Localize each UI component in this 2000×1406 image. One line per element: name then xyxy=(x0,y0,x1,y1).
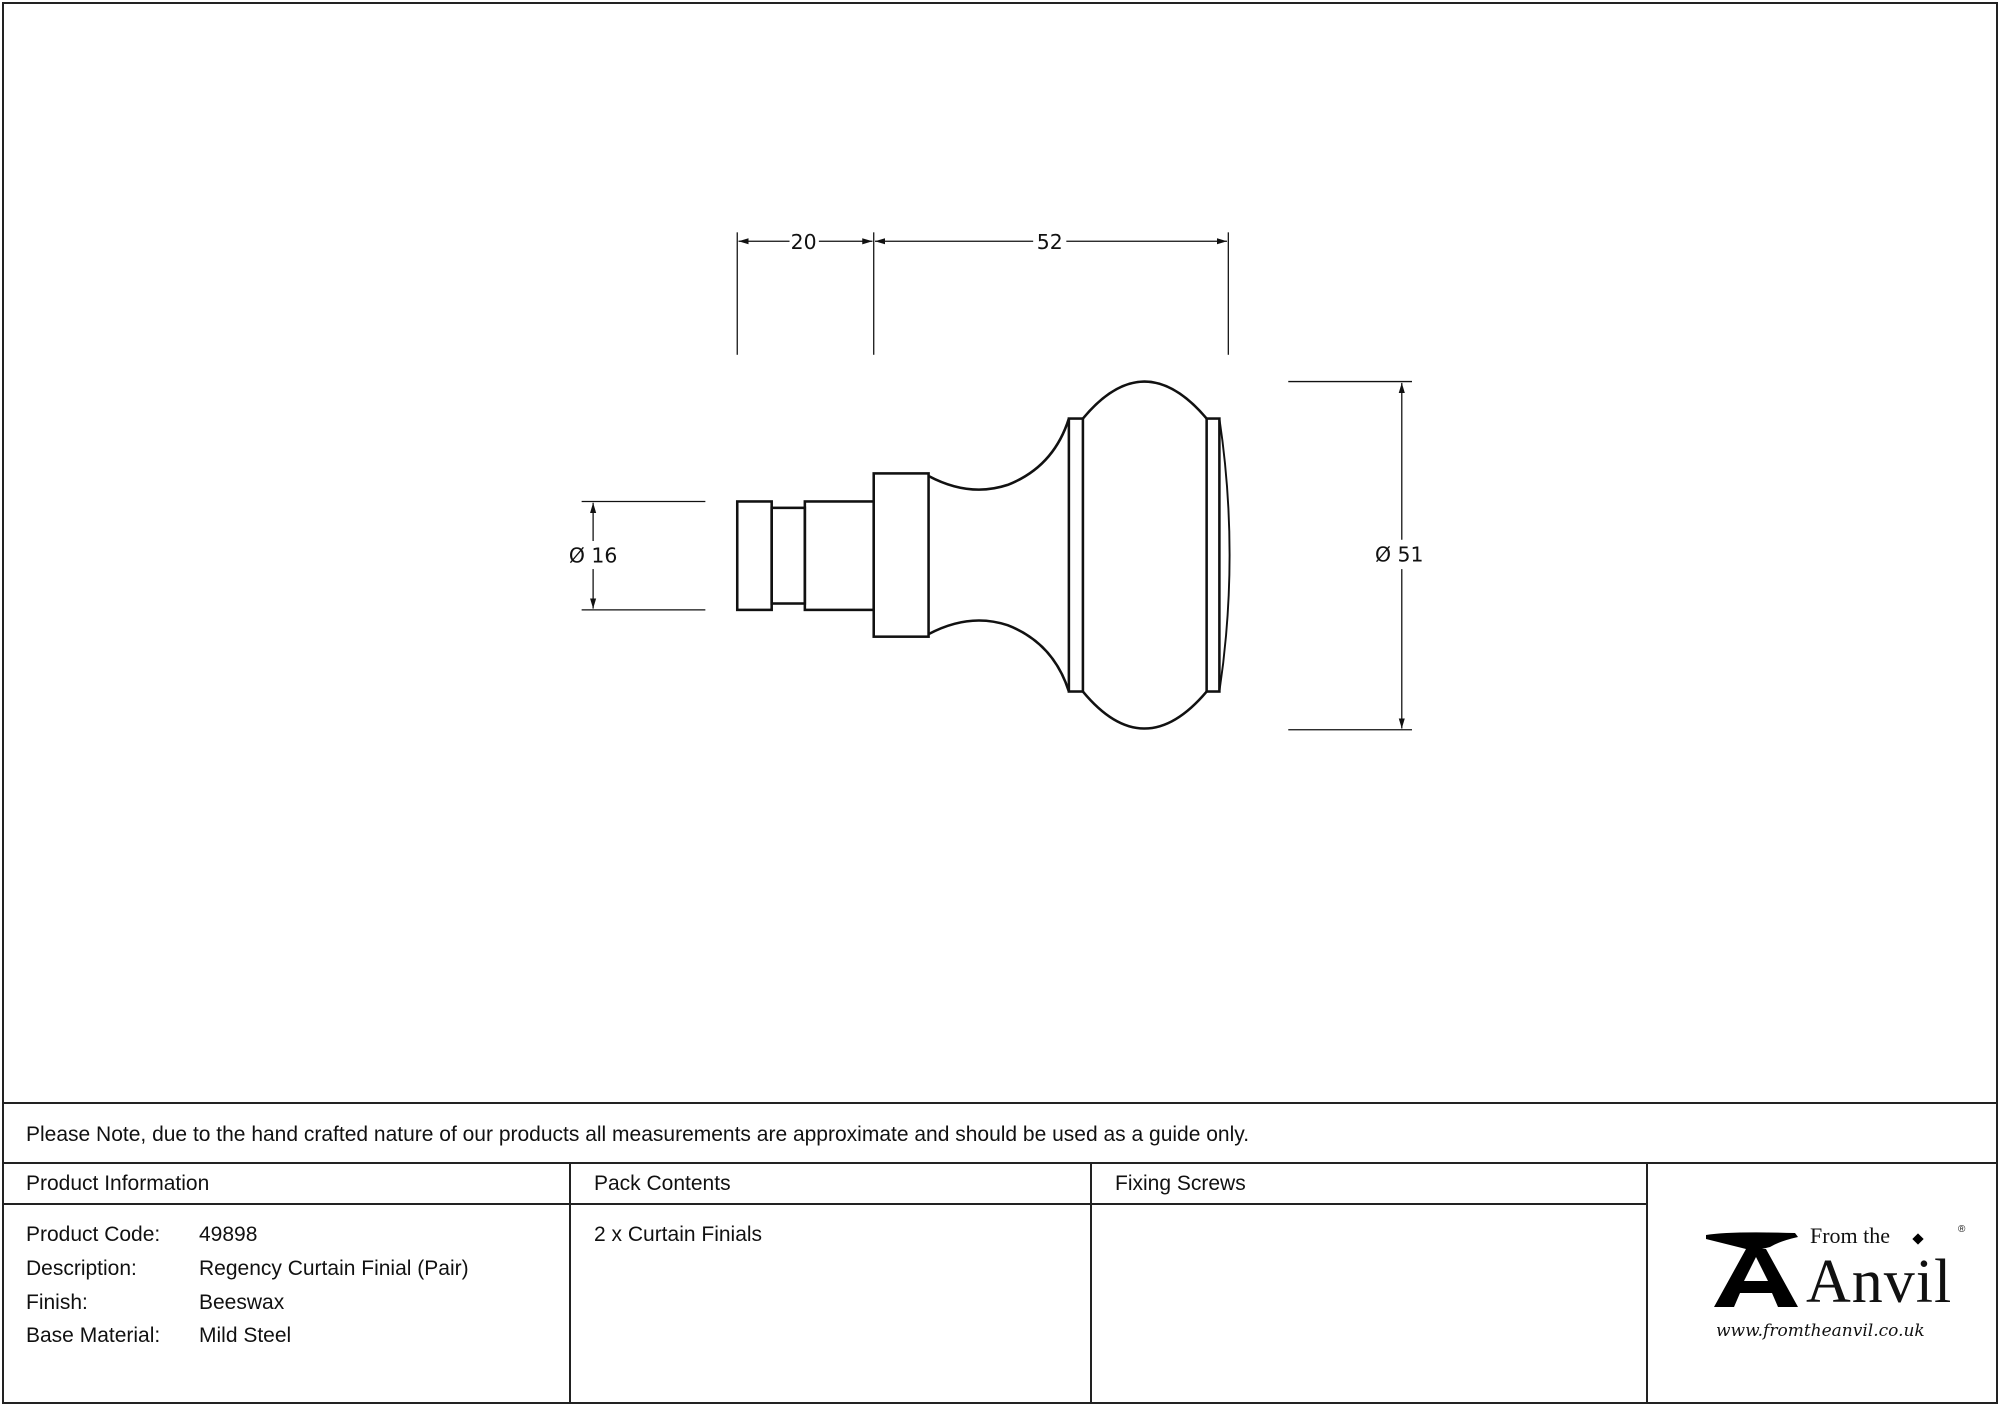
dim-length-a: 20 xyxy=(791,230,817,254)
divider xyxy=(2,1102,1998,1104)
registered-mark: ® xyxy=(1958,1224,1966,1235)
dim-diameter-small: Ø 16 xyxy=(569,544,617,568)
dim-length-b: 52 xyxy=(1037,230,1063,254)
pack-contents-header: Pack Contents xyxy=(594,1172,731,1195)
label-finish: Finish: xyxy=(26,1291,88,1314)
pack-contents-item: 2 x Curtain Finials xyxy=(594,1223,763,1246)
product-info-header: Product Information xyxy=(26,1172,210,1195)
dim-diameter-large: Ø 51 xyxy=(1375,542,1423,566)
label-product-code: Product Code: xyxy=(26,1223,161,1246)
value-description: Regency Curtain Finial (Pair) xyxy=(199,1257,469,1280)
value-product-code: 49898 xyxy=(199,1223,258,1246)
value-base-material: Mild Steel xyxy=(199,1324,292,1347)
label-base-material: Base Material: xyxy=(26,1324,161,1347)
disclaimer-note: Please Note, due to the hand crafted nat… xyxy=(26,1123,1250,1146)
logo-url: www.fromtheanvil.co.uk xyxy=(1716,1321,1925,1341)
anvil-icon xyxy=(1706,1232,1798,1307)
logo-anvil: Anvil xyxy=(1806,1248,1953,1316)
diamond-icon xyxy=(1912,1233,1924,1245)
dimension-lines xyxy=(581,232,1412,731)
column-divider xyxy=(1090,1162,1092,1402)
fixing-screws-header: Fixing Screws xyxy=(1115,1172,1246,1195)
divider xyxy=(2,1162,1998,1164)
value-finish: Beeswax xyxy=(199,1291,285,1314)
divider xyxy=(2,1203,1647,1205)
brand-logo: From the Anvil www.fromtheanvil.co.uk ® xyxy=(1700,1225,1970,1350)
column-divider xyxy=(1646,1162,1648,1402)
label-description: Description: xyxy=(26,1257,137,1280)
finial-outline xyxy=(735,380,1231,730)
logo-from-the: From the xyxy=(1810,1223,1891,1248)
column-divider xyxy=(569,1162,571,1402)
